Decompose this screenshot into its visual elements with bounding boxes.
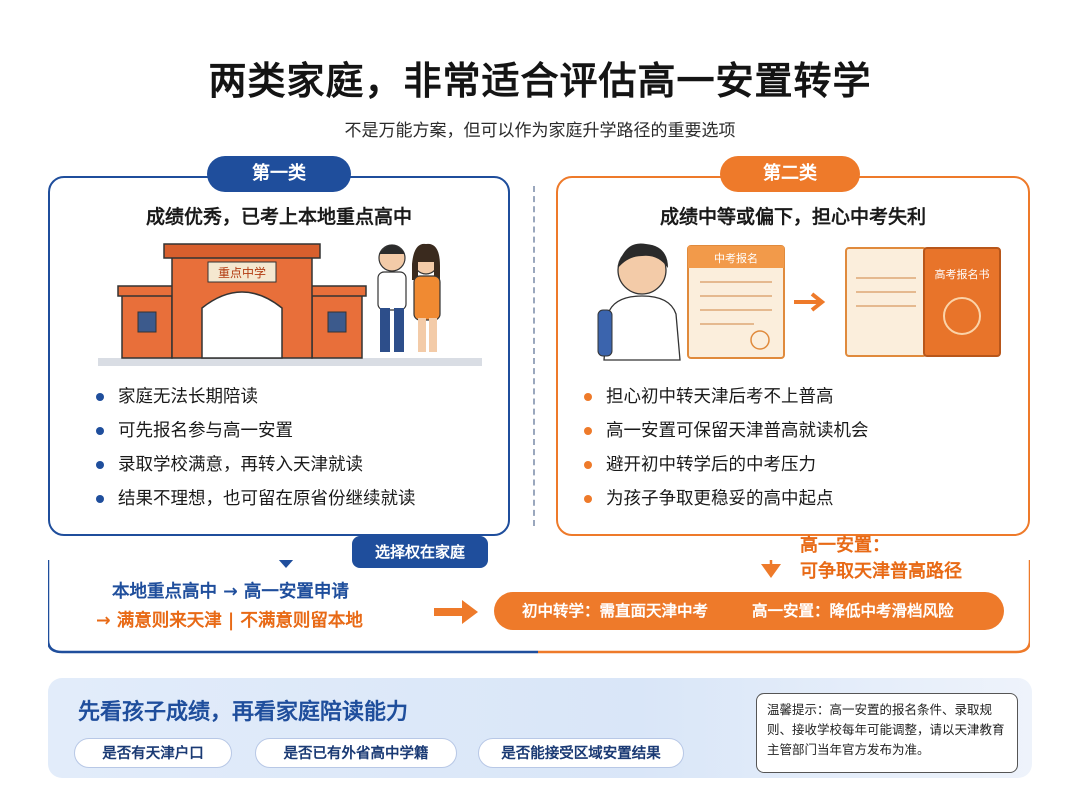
page-subtitle: 不是万能方案，但可以作为家庭升学路径的重要选项 — [344, 121, 736, 141]
list-item: 可先报名参与高一安置 — [94, 414, 416, 448]
placement-note: 高一安置： 可争取天津普高路径 — [800, 533, 962, 585]
exam-documents-illustration: 中考报名 高考报名书 — [597, 243, 1001, 361]
category-two-heading: 成绩中等或偏下，担心中考失利 — [659, 206, 926, 228]
reminder-note: 温馨提示：高一安置的报名条件、录取规则、接收学校每年可能调整，请以天津教育主管部… — [756, 693, 1018, 773]
category-two-bullets: 担心初中转天津后考不上普高 高一安置可保留天津普高就读机会 避开初中转学后的中考… — [582, 380, 869, 516]
list-item: 高一安置可保留天津普高就读机会 — [582, 414, 869, 448]
doc1-title-text: 中考报名 — [714, 251, 758, 265]
list-item: 结果不理想，也可留在原省份继续就读 — [94, 482, 416, 516]
category-one-heading: 成绩优秀，已考上本地重点高中 — [145, 206, 412, 228]
check-hukou-pill: 是否有天津户口 — [74, 738, 232, 768]
list-item: 录取学校满意，再转入天津就读 — [94, 448, 416, 482]
choice-label: 选择权在家庭 — [352, 536, 488, 568]
check-placement-pill: 是否能接受区域安置结果 — [478, 738, 684, 768]
footer-title: 先看孩子成绩，再看家庭陪读能力 — [78, 700, 409, 725]
comparison-right: 高一安置：降低中考滑档风险 — [752, 602, 954, 620]
check-enrollment-pill: 是否已有外省高中学籍 — [255, 738, 457, 768]
flow-step-one: 本地重点高中 → 高一安置申请 — [112, 582, 349, 602]
page-title: 两类家庭，非常适合评估高一安置转学 — [208, 59, 872, 103]
list-item: 担心初中转天津后考不上普高 — [582, 380, 869, 414]
flow-step-two: → 满意则来天津 | 不满意则留本地 — [96, 611, 363, 631]
placement-note-line1: 高一安置： — [800, 535, 890, 556]
school-gate-illustration: 重点中学 — [98, 243, 482, 366]
panel-divider — [533, 186, 535, 526]
comparison-left: 初中转学：需直面天津中考 — [522, 602, 709, 620]
gate-sign-text: 重点中学 — [218, 265, 266, 280]
category-two-badge: 第二类 — [720, 156, 860, 192]
placement-note-line2: 可争取天津普高路径 — [800, 561, 962, 582]
doc2-title-text: 高考报名书 — [935, 267, 990, 281]
list-item: 家庭无法长期陪读 — [94, 380, 416, 414]
list-item: 避开初中转学后的中考压力 — [582, 448, 869, 482]
comparison-bar: 初中转学：需直面天津中考 高一安置：降低中考滑档风险 — [494, 592, 1004, 630]
category-one-bullets: 家庭无法长期陪读 可先报名参与高一安置 录取学校满意，再转入天津就读 结果不理想… — [94, 380, 416, 516]
category-one-badge: 第一类 — [207, 156, 351, 192]
list-item: 为孩子争取更稳妥的高中起点 — [582, 482, 869, 516]
